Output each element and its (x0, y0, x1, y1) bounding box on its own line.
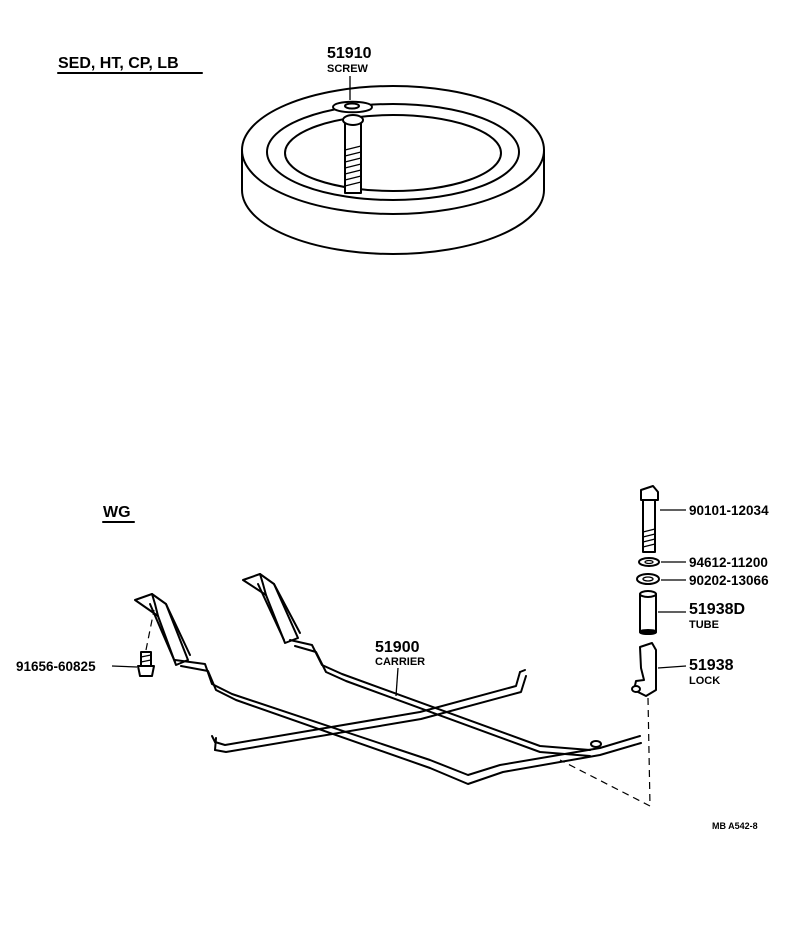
callout-51938: 51938 LOCK (657, 657, 734, 687)
part-number: 51900 (375, 639, 420, 656)
callout-90101-12034: 90101-12034 (660, 503, 769, 518)
part-number: 94612-11200 (689, 555, 768, 570)
part-number: 90101-12034 (689, 503, 769, 518)
bolt-90101-12034 (640, 485, 659, 553)
lock-51938 (559, 642, 657, 807)
part-name: LOCK (689, 675, 720, 687)
section-wg: WG (102, 504, 135, 523)
part-number: 91656-60825 (16, 659, 96, 674)
section-label-wg: WG (103, 504, 131, 521)
callout-51900: 51900 CARRIER (375, 639, 425, 697)
washer-94612-11200 (638, 557, 660, 567)
tube-51938d (639, 590, 657, 635)
part-number: 90202-13066 (689, 573, 769, 588)
part-number: 51938D (689, 601, 745, 618)
part-number: 51910 (327, 45, 372, 62)
part-name: CARRIER (375, 656, 425, 668)
callout-94612-11200: 94612-11200 (661, 555, 768, 570)
spare-tire (241, 85, 545, 255)
section-label-sed: SED, HT, CP, LB (58, 55, 179, 72)
part-name: TUBE (689, 619, 719, 631)
washer-90202-13066 (636, 573, 660, 585)
drawing-code: MB A542-8 (712, 821, 758, 831)
screw-51910 (332, 100, 373, 194)
callout-51938d: 51938D TUBE (658, 601, 745, 631)
section-sed-ht-cp-lb: SED, HT, CP, LB (57, 55, 203, 74)
callout-91656-60825: 91656-60825 (16, 659, 138, 674)
bolt-91656-60825 (137, 609, 155, 677)
callout-51910: 51910 SCREW (327, 45, 372, 100)
part-name: SCREW (327, 63, 369, 75)
part-number: 51938 (689, 657, 734, 674)
callout-90202-13066: 90202-13066 (661, 573, 769, 588)
carrier-51900 (134, 573, 642, 785)
